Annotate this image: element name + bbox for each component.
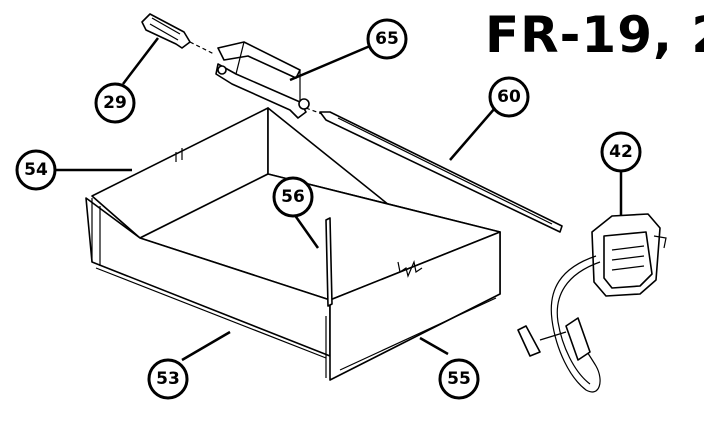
callout-56: 56: [272, 176, 314, 218]
callout-29: 29: [94, 82, 136, 124]
leader-53: [181, 330, 231, 362]
callout-60: 60: [488, 76, 530, 118]
svg-text:42: 42: [609, 142, 633, 162]
part-60-rod: [305, 107, 563, 233]
diagram-title: FR-19, 29: [485, 6, 704, 64]
callout-53: 53: [147, 358, 189, 400]
tray-assembly: [85, 107, 501, 381]
callout-55: 55: [438, 358, 480, 400]
callout-65: 65: [366, 18, 408, 60]
svg-text:29: 29: [103, 93, 127, 113]
leader-56: [292, 213, 320, 249]
part-56-rod: [325, 217, 333, 307]
part-65-fork: [215, 41, 310, 119]
leader-29: [122, 37, 159, 85]
svg-text:54: 54: [24, 160, 48, 180]
svg-text:65: 65: [375, 29, 399, 49]
svg-text:56: 56: [281, 187, 305, 207]
leader-65: [289, 44, 371, 82]
callout-42: 42: [600, 131, 642, 173]
svg-text:55: 55: [447, 369, 471, 389]
leader-60: [449, 107, 496, 161]
svg-text:53: 53: [156, 369, 180, 389]
part-55-front-panel: [329, 231, 501, 381]
callout-54: 54: [15, 149, 57, 191]
part-29-handle: [141, 13, 215, 55]
part-42-motor: [517, 213, 667, 393]
leader-55: [419, 336, 449, 356]
svg-text:60: 60: [497, 87, 521, 107]
